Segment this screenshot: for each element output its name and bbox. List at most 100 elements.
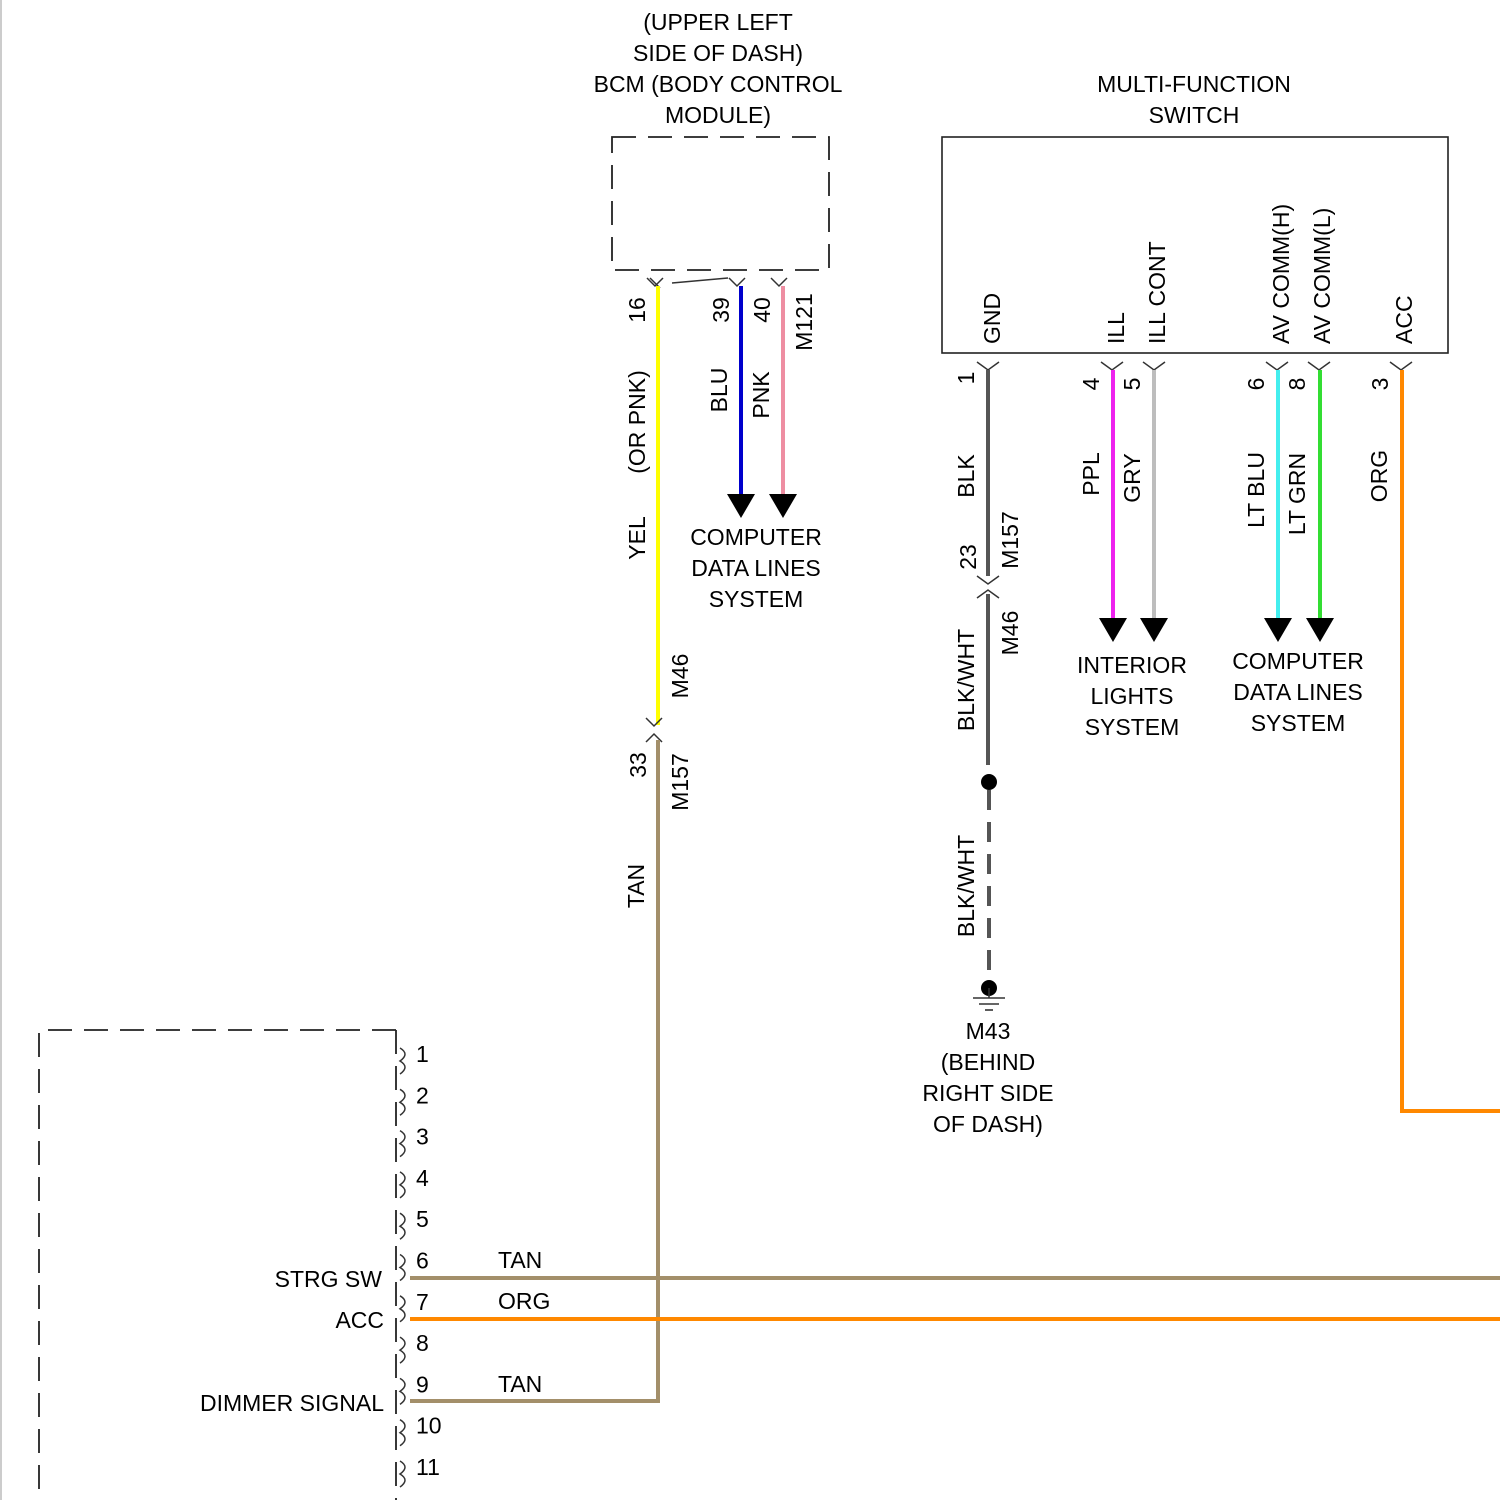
mfs-pin-4-label: 4 bbox=[1078, 377, 1104, 390]
bcm-pin-40-label: 40 bbox=[749, 297, 775, 323]
wire-label-blk-wht-1: BLK/WHT bbox=[953, 629, 979, 731]
ground-label: M43 (BEHIND RIGHT SIDE OF DASH) bbox=[922, 1018, 1053, 1137]
destination-interior-lights: INTERIOR LIGHTS SYSTEM bbox=[1077, 652, 1187, 740]
wire-label-tan-row-6: TAN bbox=[498, 1247, 542, 1273]
bcm-pin-39-label: 39 bbox=[708, 297, 734, 323]
lower-module-pin-mark bbox=[400, 1378, 405, 1404]
mfs-pin-3-label: 3 bbox=[1367, 378, 1393, 391]
signal-label-acc: ACC bbox=[335, 1307, 384, 1333]
lower-module-pin-label: 11 bbox=[416, 1454, 440, 1480]
destination-interior-lights-line-1: INTERIOR bbox=[1077, 652, 1187, 678]
bcm-title: (UPPER LEFT SIDE OF DASH) BCM (BODY CONT… bbox=[594, 9, 843, 128]
lower-module-pin-mark bbox=[400, 1172, 405, 1198]
lower-module-pin-marks bbox=[400, 1048, 405, 1487]
lower-module-pin-label: 3 bbox=[416, 1124, 429, 1150]
wire-label-org-acc: ORG bbox=[1366, 450, 1392, 502]
signal-label-strg-sw: STRG SW bbox=[275, 1266, 383, 1292]
lower-module-pin-label: 8 bbox=[416, 1330, 429, 1356]
bcm-pin-16-mark bbox=[647, 278, 663, 288]
bcm-title-line-1: (UPPER LEFT bbox=[643, 9, 793, 35]
lower-module-pin-label: 1 bbox=[416, 1041, 429, 1067]
wire-label-ppl: PPL bbox=[1078, 452, 1104, 496]
lower-module-pin-mark bbox=[400, 1461, 405, 1487]
bcm-title-line-3: BCM (BODY CONTROL bbox=[594, 71, 843, 97]
mfs-pin-4-mark bbox=[1101, 362, 1123, 370]
mfs-pin-5-label: 5 bbox=[1119, 378, 1145, 391]
inline-pin-23-label: 23 bbox=[955, 544, 981, 570]
mfs-pin-8-label: 8 bbox=[1284, 378, 1310, 391]
lower-module-pin-label: 5 bbox=[416, 1206, 429, 1232]
destination-interior-lights-line-3: SYSTEM bbox=[1085, 714, 1180, 740]
destination-computer-data-2: COMPUTER DATA LINES SYSTEM bbox=[1232, 648, 1364, 736]
wire-label-pnk: PNK bbox=[748, 371, 774, 419]
bcm-pin-link bbox=[672, 278, 728, 283]
wire-label-lt-grn: LT GRN bbox=[1284, 453, 1310, 535]
wire-label-tan-vertical: TAN bbox=[623, 864, 649, 908]
lower-module-box bbox=[39, 1030, 396, 1500]
ground-label-line-2: (BEHIND bbox=[941, 1049, 1036, 1075]
destination-computer-data-2-line-1: COMPUTER bbox=[1232, 648, 1364, 674]
ground-icon bbox=[973, 988, 1005, 1010]
mfs-pin-6-label: 6 bbox=[1243, 378, 1269, 391]
mfs-pin-1-label: 1 bbox=[953, 372, 979, 385]
mfs-pin-label-gnd: GND bbox=[979, 293, 1005, 344]
destination-computer-data-1: COMPUTER DATA LINES SYSTEM bbox=[690, 524, 822, 612]
inline-m46-label-left: M46 bbox=[667, 654, 693, 699]
splice-dot bbox=[981, 774, 997, 790]
lower-module-pin-mark bbox=[400, 1420, 405, 1446]
lower-module-pin-label: 9 bbox=[416, 1371, 429, 1397]
ground-label-line-3: RIGHT SIDE bbox=[922, 1080, 1053, 1106]
inline-m46-label-mid: M46 bbox=[997, 611, 1023, 656]
lower-module-pin-label: 7 bbox=[416, 1289, 429, 1315]
lower-module-pin-label: 2 bbox=[416, 1082, 429, 1108]
mfs-pin-label-av-comm-l: AV COMM(L) bbox=[1309, 208, 1335, 344]
bcm-title-line-4: MODULE) bbox=[665, 102, 771, 128]
lower-module-pin-label: 10 bbox=[416, 1413, 442, 1439]
mfs-pin-label-ill-cont: ILL CONT bbox=[1144, 241, 1170, 344]
mfs-pin-label-av-comm-h: AV COMM(H) bbox=[1268, 204, 1294, 344]
mfs-title-line-1: MULTI-FUNCTION bbox=[1097, 71, 1291, 97]
destination-interior-lights-line-2: LIGHTS bbox=[1090, 683, 1173, 709]
inline-pin-33-label: 33 bbox=[625, 752, 651, 778]
gry-arrow bbox=[1140, 618, 1168, 642]
mfs-box bbox=[942, 137, 1448, 353]
blu-arrow bbox=[727, 494, 755, 518]
mfs-pin-label-ill: ILL bbox=[1103, 312, 1129, 344]
wire-label-blk: BLK bbox=[953, 454, 979, 498]
mfs-pin-1-mark bbox=[977, 362, 999, 370]
wire-label-gry: GRY bbox=[1119, 453, 1145, 502]
destination-computer-data-1-line-1: COMPUTER bbox=[690, 524, 822, 550]
inline-m157-label-left: M157 bbox=[667, 753, 693, 811]
bcm-pin-40-mark bbox=[771, 278, 787, 286]
destination-computer-data-1-line-3: SYSTEM bbox=[709, 586, 804, 612]
mfs-pin-6-mark bbox=[1266, 362, 1288, 370]
ground-label-line-4: OF DASH) bbox=[933, 1111, 1043, 1137]
ground-label-line-1: M43 bbox=[966, 1018, 1011, 1044]
bcm-title-line-2: SIDE OF DASH) bbox=[633, 40, 803, 66]
lt-blu-arrow bbox=[1264, 618, 1292, 642]
signal-label-dimmer: DIMMER SIGNAL bbox=[200, 1390, 384, 1416]
bcm-connector-m121: M121 bbox=[791, 293, 817, 351]
ppl-arrow bbox=[1099, 618, 1127, 642]
bcm-box bbox=[612, 137, 829, 270]
pnk-arrow bbox=[769, 494, 797, 518]
bcm-pin-16-label: 16 bbox=[624, 297, 650, 323]
wire-label-org-row-7: ORG bbox=[498, 1288, 550, 1314]
bcm-pin-39-mark bbox=[729, 278, 745, 286]
wire-label-yel: YEL bbox=[624, 516, 650, 560]
lower-module-pin-mark bbox=[400, 1255, 405, 1281]
lower-module-pin-mark bbox=[400, 1296, 405, 1322]
lower-module-pin-mark bbox=[400, 1213, 405, 1239]
destination-computer-data-2-line-2: DATA LINES bbox=[1233, 679, 1363, 705]
lower-module-pin-mark bbox=[400, 1048, 405, 1074]
mfs-pin-label-acc: ACC bbox=[1391, 295, 1417, 344]
lt-grn-arrow bbox=[1306, 618, 1334, 642]
destination-computer-data-1-line-2: DATA LINES bbox=[691, 555, 821, 581]
lower-module-pin-mark bbox=[400, 1131, 405, 1157]
wire-label-blk-wht-2: BLK/WHT bbox=[953, 835, 979, 937]
lower-module-pin-mark bbox=[400, 1089, 405, 1115]
lower-module-pin-label: 4 bbox=[416, 1165, 429, 1191]
wire-label-or-pnk: (OR PNK) bbox=[624, 370, 650, 474]
